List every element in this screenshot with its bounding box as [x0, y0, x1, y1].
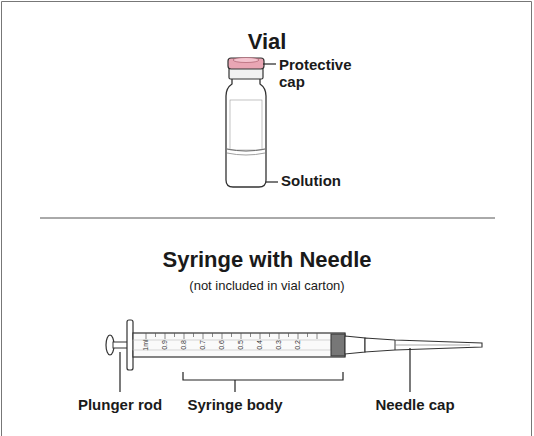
note-text: (not included in vial carton): [189, 279, 344, 294]
part-label: Plunger rod: [78, 396, 162, 413]
scale-number: 0.3: [275, 340, 283, 350]
section-title: Syringe with Needle: [162, 247, 371, 272]
scale-number: 0.8: [180, 340, 188, 350]
divider-line: [40, 218, 495, 219]
scale-number: 0.4: [256, 340, 264, 350]
scale-number: 0.2: [294, 340, 302, 350]
scale-number: 0.6: [218, 340, 226, 350]
part-label: Solution: [281, 172, 341, 189]
scale-number: 0.7: [199, 340, 207, 350]
scale-number: 1ml: [142, 339, 150, 350]
syringe-drawing: [106, 320, 482, 392]
part-label: Syringe body: [187, 396, 282, 413]
vial-drawing: [226, 58, 278, 188]
scale-number: 0.5: [237, 340, 245, 350]
part-label: Needle cap: [375, 396, 454, 413]
part-label: Protective cap: [279, 56, 379, 91]
section-title: Vial: [248, 29, 287, 54]
scale-number: 0.9: [161, 340, 169, 350]
